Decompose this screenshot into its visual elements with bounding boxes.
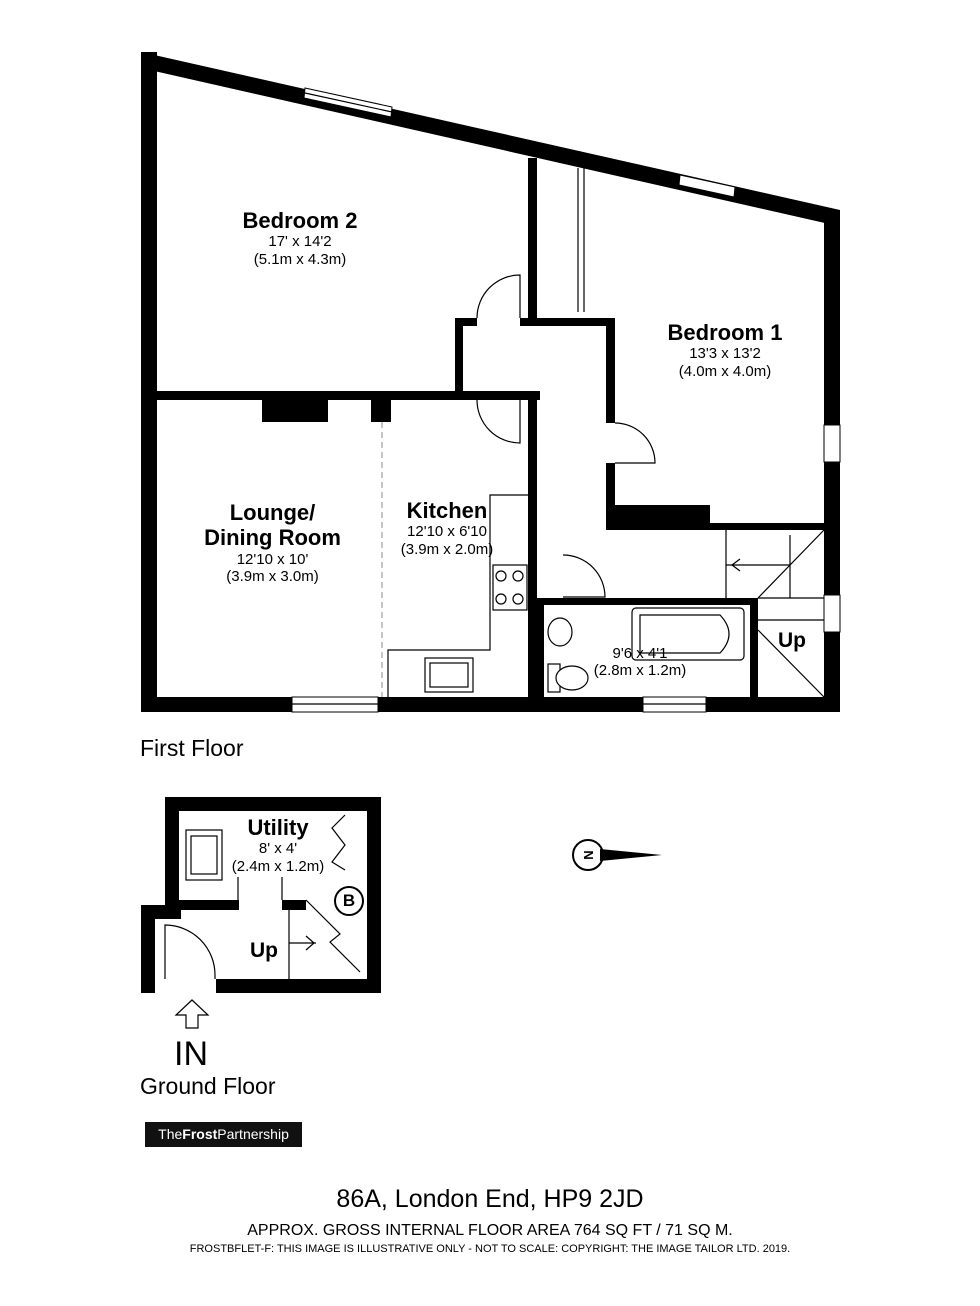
lounge-label: Lounge/ Dining Room 12'10 x 10' (3.9m x … [170,500,375,585]
bathroom-imperial: 9'6 x 4'1 [612,645,668,662]
kitchen-label: Kitchen 12'10 x 6'10 (3.9m x 2.0m) [372,498,522,558]
bedroom2-name: Bedroom 2 [242,208,358,233]
logo-part-2: Frost [182,1126,218,1142]
bedroom2-label: Bedroom 2 17' x 14'2 (5.1m x 4.3m) [200,208,400,268]
utility-imperial: 8' x 4' [258,840,298,858]
bathroom-fittings [547,607,745,693]
bedroom1-name: Bedroom 1 [667,320,783,345]
kitchen-imperial: 12'10 x 6'10 [407,523,487,541]
ground-floor-stairs-up-label: Up [250,939,278,962]
copyright-note: FROSTBFLET-F: THIS IMAGE IS ILLUSTRATIVE… [189,1243,791,1255]
bedroom2-metric: (5.1m x 4.3m) [253,250,347,268]
first-floor-stairs [725,529,825,698]
compass-north-label: N [581,850,596,859]
agency-logo: TheFrostPartnership [145,1122,302,1147]
kitchen-fittings [381,422,530,697]
first-floor-windows [291,87,841,713]
ground-floor-walls [141,797,381,993]
ground-floor-fittings [164,814,361,1029]
bedroom1-label: Bedroom 1 13'3 x 13'2 (4.0m x 4.0m) [625,320,825,380]
lounge-metric: (3.9m x 3.0m) [226,567,319,585]
property-address: 86A, London End, HP9 2JD [336,1185,644,1213]
lounge-name-line2: Dining Room [204,525,341,551]
bathroom-metric: (2.8m x 1.2m) [593,662,687,680]
logo-part-1: The [158,1126,183,1142]
logo-part-3: Partnership [217,1126,289,1142]
first-floor-title: First Floor [140,735,244,761]
floor-area-note: APPROX. GROSS INTERNAL FLOOR AREA 764 SQ… [247,1222,733,1239]
first-floor-stairs-up-label: Up [778,629,806,652]
entrance-label: IN [174,1035,208,1073]
bedroom2-imperial: 17' x 14'2 [268,233,332,251]
utility-name: Utility [247,815,309,840]
utility-metric: (2.4m x 1.2m) [231,857,325,875]
kitchen-name: Kitchen [406,498,488,523]
kitchen-metric: (3.9m x 2.0m) [400,540,494,558]
boiler-icon: B [334,886,364,916]
ground-floor-title: Ground Floor [140,1073,276,1099]
bedroom1-metric: (4.0m x 4.0m) [678,362,772,380]
utility-label: Utility 8' x 4' (2.4m x 1.2m) [218,815,338,875]
lounge-name-line1: Lounge/ [229,500,316,525]
lounge-imperial: 12'10 x 10' [236,550,309,568]
first-floor-doors [476,168,656,598]
bathroom-label: 9'6 x 4'1 (2.8m x 1.2m) [575,645,705,680]
compass-icon: N [572,839,662,871]
bedroom1-imperial: 13'3 x 13'2 [689,345,761,363]
